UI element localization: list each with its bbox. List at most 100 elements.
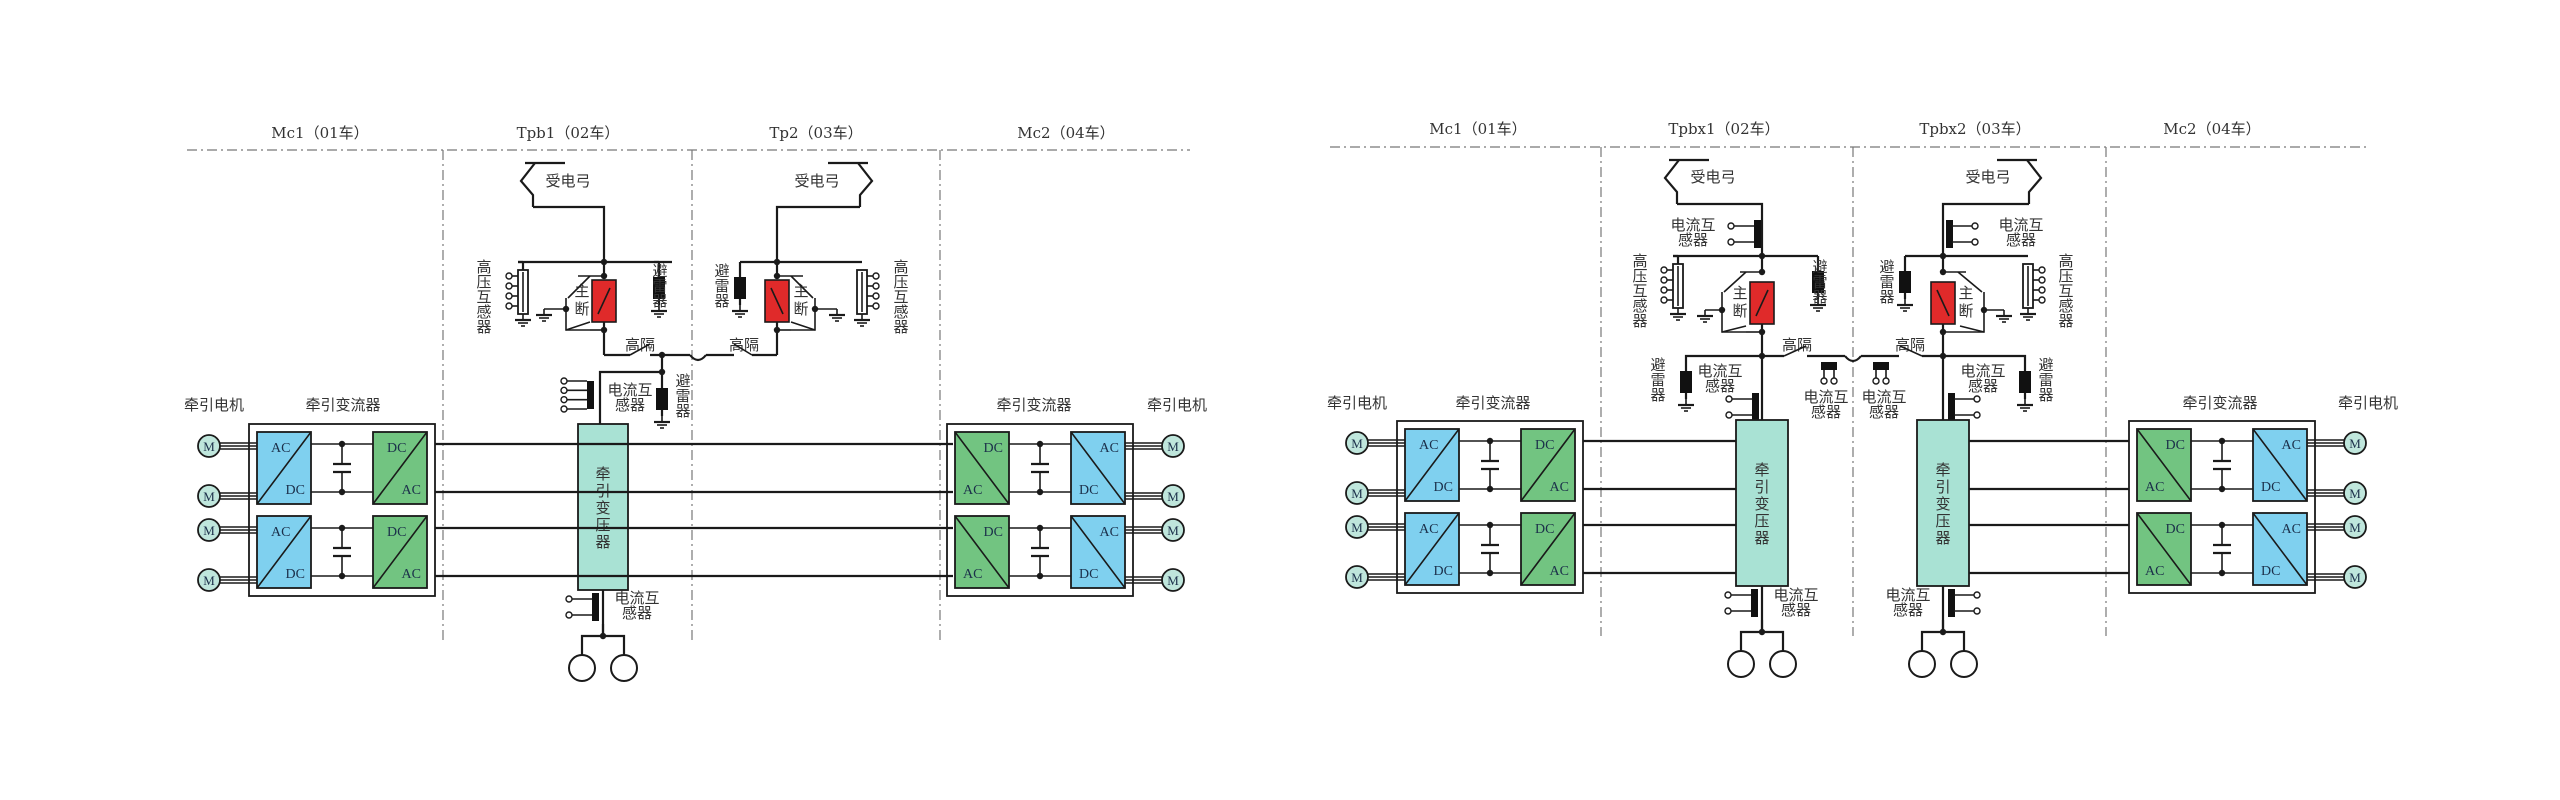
terminal	[2038, 296, 2046, 304]
surge-arrester-label: 避雷器	[714, 262, 729, 310]
converter-top-text: AC	[1100, 441, 1119, 456]
converter-diagonal	[2136, 428, 2192, 502]
arrester-body	[1899, 271, 1911, 293]
converter-top-text: DC	[2166, 438, 2185, 453]
converter-top-text: DC	[2166, 522, 2185, 537]
label-char: 压	[1754, 512, 1769, 530]
converter-bottom-text: AC	[2145, 564, 2164, 579]
converter-diagonal	[1520, 428, 1576, 502]
terminal	[872, 302, 880, 310]
transformer-body	[1735, 419, 1789, 587]
motor-symbol: M	[2349, 486, 2361, 501]
hv-isolator-label: 高隔	[1782, 336, 1812, 354]
wire	[1723, 271, 1747, 293]
label-char: 高	[893, 258, 908, 276]
label-char: 感	[1632, 297, 1647, 315]
junction-dot	[338, 440, 346, 448]
terminal	[1830, 377, 1838, 385]
isolator-blade	[1783, 345, 1807, 357]
terminal	[1660, 286, 1668, 294]
label-char: 断	[574, 300, 589, 318]
main-breaker-icon	[764, 279, 790, 323]
pantograph-label: 受电弓	[1965, 168, 2010, 186]
traction-motor-icon: M	[1161, 484, 1185, 508]
surge-arrester-icon	[654, 372, 670, 429]
traction-motor-icon: M	[197, 518, 221, 542]
motor-symbol: M	[203, 523, 215, 538]
motor-symbol: M	[1351, 436, 1363, 451]
label-char: 感	[893, 303, 908, 321]
main-breaker-label: 主断	[793, 282, 808, 318]
converter-bottom-text: AC	[402, 567, 421, 582]
junction-dot	[2218, 437, 2226, 445]
terminal	[1973, 607, 1981, 615]
ct-core	[1948, 393, 1955, 421]
traction-motor-icon: M	[1161, 518, 1185, 542]
dc-link-capacitor-icon	[333, 524, 351, 580]
traction-motor-icon: M	[1345, 431, 1369, 455]
surge-arrester-icon	[2017, 371, 2033, 412]
surge-arrester-icon	[732, 262, 748, 318]
traction-motor-icon: M	[1161, 568, 1185, 592]
surge-arrester-label: 避雷器	[1812, 258, 1827, 306]
label-line: 感器	[1705, 377, 1735, 395]
dc-link-capacitor-icon	[1481, 437, 1499, 493]
converter-bottom-text: DC	[1079, 483, 1098, 498]
scheme-left: Mc1（01车）Tpb1（02车）Tp2（03车）Mc2（04车）受电弓高压互感…	[184, 124, 1207, 682]
label-line: 感器	[1781, 601, 1811, 619]
wire	[1721, 325, 1747, 333]
wire	[1684, 354, 1762, 371]
ct-core	[1752, 393, 1759, 421]
terminal	[505, 272, 513, 280]
current-transformer-icon	[1725, 393, 1759, 421]
junction-dot	[1486, 569, 1494, 577]
traction-converter-label: 牵引变流器	[996, 396, 1071, 414]
motor-inverter-block: AC DC	[1070, 431, 1126, 505]
terminal	[1725, 411, 1733, 419]
converter-bottom-text: DC	[2261, 564, 2280, 579]
terminal	[560, 395, 568, 404]
label-line: 电流互	[1885, 586, 1930, 604]
scheme-right: Mc1（01车）Tpbx1（02车）Tpbx2（03车）Mc2（04车）受电弓电…	[1327, 120, 2398, 678]
wire	[533, 205, 606, 262]
converter-top-text: DC	[1535, 522, 1554, 537]
label-char: 压	[1935, 512, 1950, 530]
label-char: 避	[652, 262, 667, 280]
terminal	[2038, 266, 2046, 274]
junction-dot	[338, 524, 346, 532]
surge-arrester-label: 避雷器	[1879, 258, 1894, 306]
ground-icon	[536, 309, 552, 322]
traction-motor-icon: M	[2343, 565, 2367, 589]
breaker-contact	[1755, 289, 1769, 317]
converter-top-text: AC	[2282, 438, 2301, 453]
label-line: 电流互	[1960, 362, 2005, 380]
traction-motor-icon: M	[197, 568, 221, 592]
wheel	[568, 654, 596, 682]
wire	[519, 162, 536, 207]
terminal	[1660, 296, 1668, 304]
arrester-body	[653, 277, 665, 299]
terminal	[560, 405, 568, 413]
pantograph-section-tpbx1: 受电弓电流互感器高压互感器避雷器主断高隔避雷器电流互感器电流互感器牵引变压器电流…	[1632, 158, 1862, 678]
current-transformer-icon	[1820, 362, 1838, 385]
traction-motor-icon: M	[2343, 515, 2367, 539]
isolator-blade	[733, 343, 753, 356]
label-char: 雷	[2038, 371, 2053, 389]
label-char: 压	[1632, 267, 1647, 285]
arrester-body	[1680, 371, 1692, 393]
main-breaker-icon	[591, 279, 617, 323]
traction-motor-label: 牵引电机	[1327, 394, 1387, 412]
terminal	[2038, 276, 2046, 284]
label-char: 牵	[1935, 461, 1950, 479]
ct-core	[1821, 362, 1837, 370]
label-char: 压	[893, 273, 908, 291]
